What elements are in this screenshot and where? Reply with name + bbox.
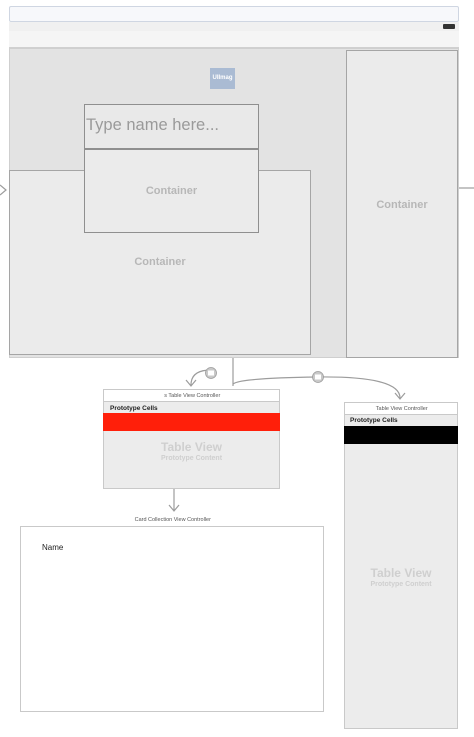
prototype-content-label-right: Prototype Content xyxy=(370,581,432,588)
navigation-bar xyxy=(9,31,459,48)
table-view-label-right: Table View xyxy=(370,566,432,580)
table-view-label: Table View xyxy=(161,440,222,454)
title-text: Table View Controller xyxy=(375,406,428,412)
prototype-cell-right[interactable] xyxy=(344,426,458,444)
status-bar xyxy=(9,22,459,31)
segue-arrow-down xyxy=(168,504,180,512)
segue-arrow-right xyxy=(394,392,406,400)
prototype-content-label: Prototype Content xyxy=(160,455,223,462)
table-view-controller[interactable] xyxy=(103,389,280,489)
table-view-controller-right-title: Table View Controller xyxy=(344,402,458,415)
segue-icon-left-glyph xyxy=(208,370,214,376)
scene-title-bar[interactable] xyxy=(9,6,459,22)
container-view-right[interactable] xyxy=(346,50,458,358)
prototype-cells-label: Prototype Cells xyxy=(110,405,158,412)
container-inner-label: Container xyxy=(145,185,198,197)
prototype-cells-label-right: Prototype Cells xyxy=(350,417,398,424)
image-view[interactable]: UIImag xyxy=(210,68,235,89)
entry-arrow-left xyxy=(0,184,7,196)
text-field-placeholder: Type name here... xyxy=(86,116,219,134)
table-view-controller-right[interactable] xyxy=(344,402,458,729)
segue-arrow-left xyxy=(185,379,197,387)
segue-icon-left xyxy=(205,367,217,379)
card-collection-view-controller-title: Card Collection View Controller xyxy=(20,514,324,527)
battery-icon xyxy=(443,24,455,29)
table-view-controller-title: s Table View Controller xyxy=(103,389,280,402)
segue-icon-right xyxy=(312,371,324,383)
title-text: Card Collection View Controller xyxy=(134,517,211,523)
title-text: s Table View Controller xyxy=(164,393,221,399)
container-outer-label: Container xyxy=(134,256,186,268)
container-view-inner[interactable] xyxy=(84,149,259,233)
segue-icon-right-glyph xyxy=(315,374,321,380)
card-collection-view-controller[interactable] xyxy=(20,514,324,712)
name-text-field[interactable] xyxy=(84,104,259,149)
name-label: Name xyxy=(42,543,63,552)
name-text: Name xyxy=(42,543,64,552)
container-right-label: Container xyxy=(376,199,428,211)
prototype-cell[interactable] xyxy=(103,413,280,431)
